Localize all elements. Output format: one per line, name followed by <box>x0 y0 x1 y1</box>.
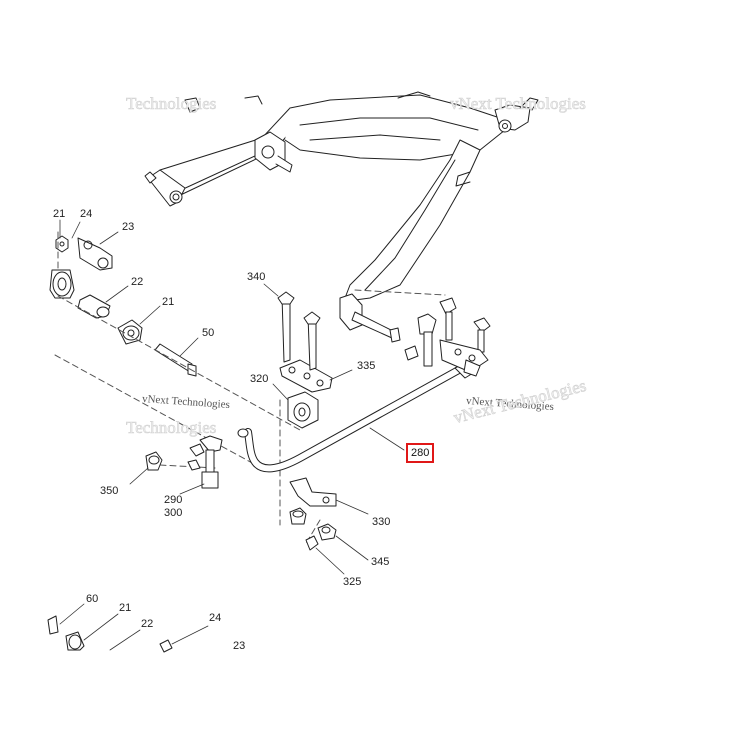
part-label-300: 300 <box>164 507 183 519</box>
part-label-24: 24 <box>209 612 222 624</box>
end-link-left <box>145 435 223 489</box>
lower-bracket <box>289 477 337 551</box>
leader-lines <box>59 219 405 651</box>
part-label-24: 24 <box>80 208 93 220</box>
part-label-325: 325 <box>343 576 362 588</box>
watermark-mid-left-big: Technologies <box>126 418 217 438</box>
upper-a-arm <box>144 91 539 343</box>
bushing-clamp <box>277 291 333 429</box>
part-label-21: 21 <box>53 208 66 220</box>
left-upper-parts <box>49 235 197 377</box>
part-label-23: 23 <box>122 221 135 233</box>
part-label-22: 22 <box>141 618 154 630</box>
part-label-335: 335 <box>357 360 376 372</box>
part-label-350: 350 <box>100 485 119 497</box>
highlighted-part-callout[interactable]: 280 <box>406 443 435 463</box>
part-label-345: 345 <box>371 556 390 568</box>
part-label-23: 23 <box>233 640 246 652</box>
part-label-330: 330 <box>372 516 391 528</box>
end-link-right <box>404 297 491 377</box>
watermark-top-left: Technologies <box>126 94 217 114</box>
part-label-21: 21 <box>162 296 175 308</box>
part-label-60: 60 <box>86 593 99 605</box>
part-label-21: 21 <box>119 602 132 614</box>
part-label-340: 340 <box>247 271 266 283</box>
part-label-50: 50 <box>202 327 215 339</box>
part-label-22: 22 <box>131 276 144 288</box>
watermark-top-right: vNext Technologies <box>450 94 586 114</box>
part-label-290: 290 <box>164 494 183 506</box>
sway-bar <box>237 359 479 473</box>
lower-left-parts <box>47 615 173 653</box>
part-label-320: 320 <box>250 373 269 385</box>
